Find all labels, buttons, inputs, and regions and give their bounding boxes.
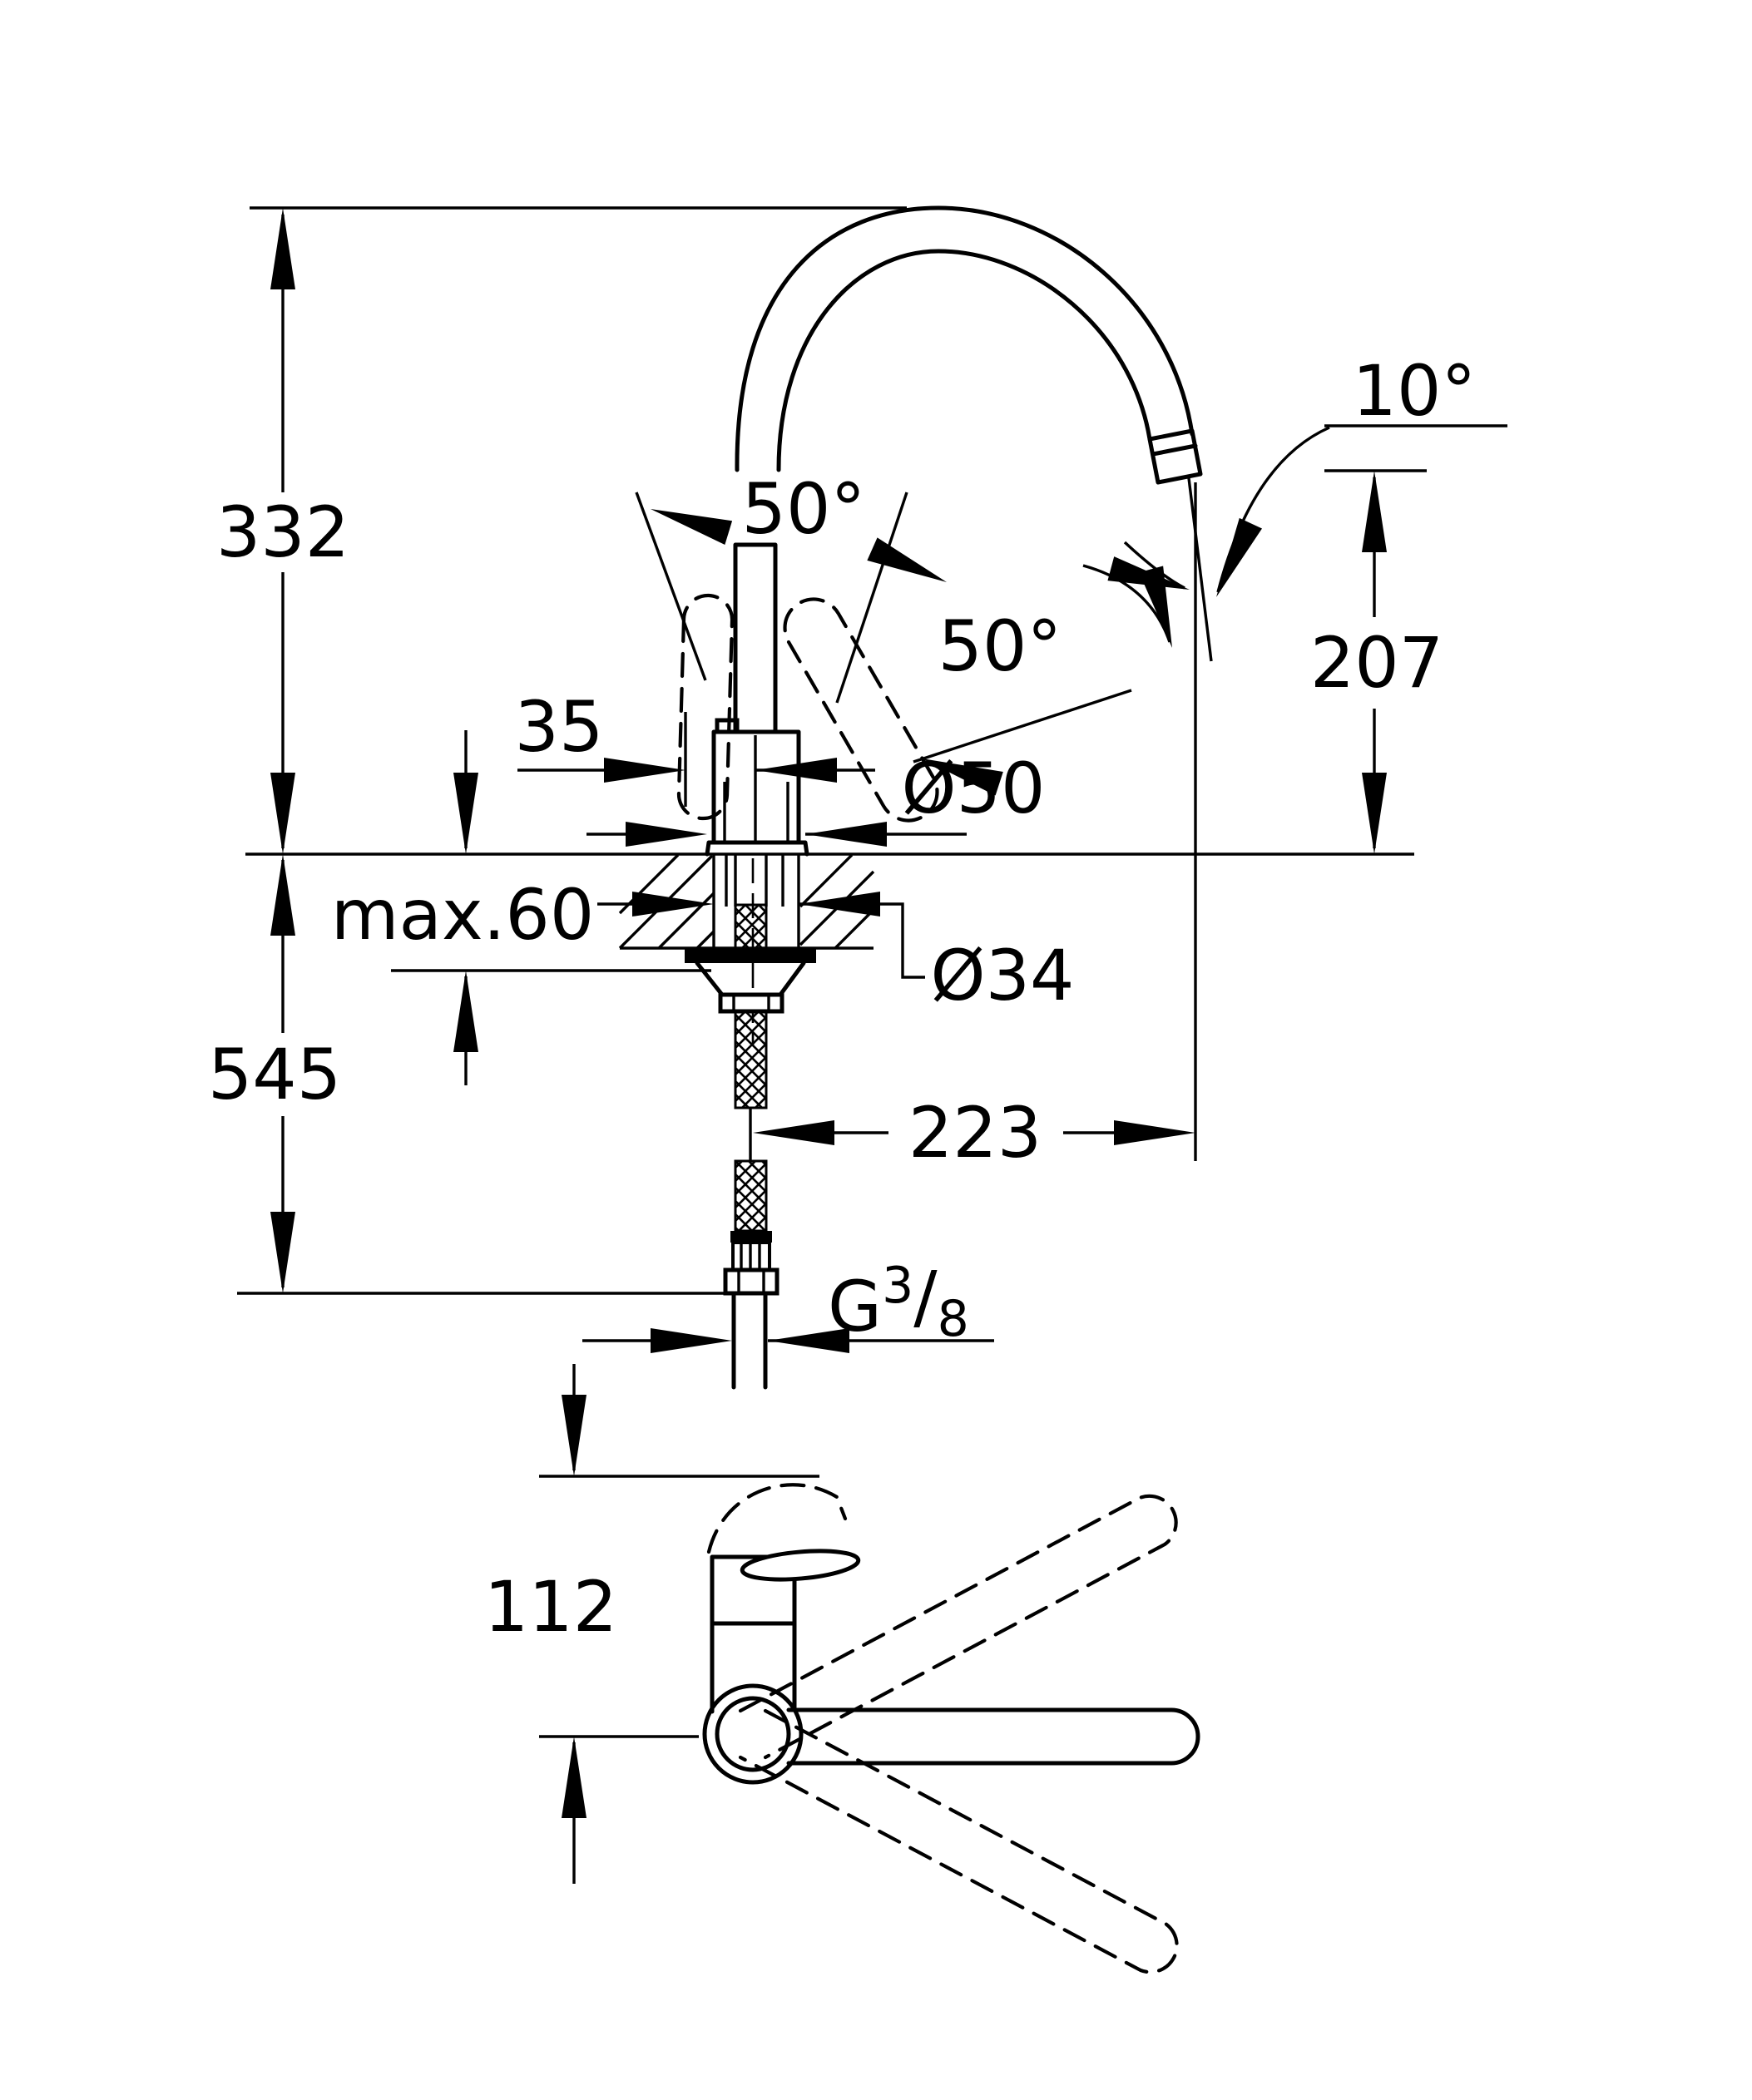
- spout-swivel-dashed-up: [738, 1494, 1178, 1760]
- dim-207-arrow-top: [1362, 471, 1387, 552]
- lever-angle-2-label: 50°: [938, 605, 1062, 687]
- g38-denominator: 8: [938, 1290, 969, 1348]
- dim-d34-label: Ø34: [930, 935, 1074, 1016]
- dim-223: 223: [753, 1092, 1195, 1174]
- hose-crimp-collar: [730, 1231, 772, 1243]
- hose-braid-upper: [734, 903, 768, 950]
- angle-line-left: [635, 492, 707, 681]
- mounting-nut-facets: [732, 995, 770, 1011]
- dim-lever-angle-2: 50°: [913, 564, 1185, 796]
- dim-545: 545: [208, 854, 341, 1293]
- g38-numerator: 3: [882, 1257, 913, 1315]
- top-view-handle: [706, 1483, 861, 1714]
- dim-223-arrow-right: [1114, 1120, 1195, 1145]
- mounting-cone-sides: [695, 961, 806, 997]
- g38-tube: [731, 1291, 768, 1390]
- lever-angle-label: 50°: [742, 468, 866, 550]
- dim-max60-label: max.60: [331, 874, 595, 956]
- handle-raised-dashed-outline: [706, 1483, 848, 1554]
- dim-d34: Ø34: [597, 892, 1075, 1016]
- body-inner-lines: [723, 782, 789, 842]
- angle-arrow-left: [646, 497, 733, 545]
- dim-35: 35: [515, 686, 875, 807]
- hose-connection-nut: [723, 1267, 779, 1296]
- dim-d50: Ø50: [586, 748, 1046, 847]
- dim-223-arrow-left: [753, 1120, 834, 1145]
- angle-line-right: [835, 492, 908, 704]
- mounting-washer: [685, 948, 816, 963]
- dim-max60-arrow-top: [453, 773, 478, 854]
- hose-connection-nut-facets: [737, 1270, 765, 1293]
- dim-332-label: 332: [216, 492, 349, 573]
- dim-112-label: 112: [484, 1566, 617, 1648]
- faucet-body-outline: [705, 729, 809, 857]
- dim-207-label: 207: [1310, 622, 1443, 704]
- dim-112: 112: [484, 1364, 819, 1884]
- shank-thread-lines: [725, 854, 784, 907]
- dim-g38-label: G3/8: [828, 1256, 969, 1348]
- dim-332-arrow-bottom: [270, 773, 295, 854]
- dim-d50-arrow-left: [626, 822, 707, 847]
- top-view: 112: [484, 1364, 1200, 1974]
- dim-112-arrow-top: [562, 1395, 586, 1476]
- g38-letter: G: [828, 1266, 882, 1347]
- dim-d50-label: Ø50: [901, 748, 1045, 829]
- dim-545-label: 545: [208, 1034, 341, 1115]
- hose-rib-lines: [740, 1243, 761, 1270]
- spout-axis-line: [1187, 477, 1213, 662]
- dashed-lever-forward-position: [783, 597, 939, 823]
- side-view: 50° 50° 10°: [208, 205, 1507, 1390]
- dim-35-label: 35: [515, 686, 604, 768]
- dim-332-arrow-top: [270, 208, 295, 289]
- spout-outer-curve: [735, 205, 1195, 472]
- outlet-angle-arc-small: [1123, 541, 1185, 590]
- dim-223-label: 223: [908, 1092, 1042, 1174]
- spout-swivel-dashed-down: [738, 1708, 1179, 1974]
- hose-braid-lower: [734, 1159, 768, 1233]
- dim-g38-arrow-left: [651, 1328, 732, 1353]
- dim-d50-arrow-right: [805, 822, 887, 847]
- spout-tube-plan: [786, 1707, 1200, 1766]
- dashed-lever-left-position: [676, 593, 735, 821]
- angle2-reference-line: [913, 689, 1132, 763]
- mounting-assembly: [685, 854, 816, 1390]
- dim-207-arrow-bottom: [1362, 773, 1387, 854]
- dim-332: 332: [216, 208, 349, 854]
- dim-207: 207: [1310, 469, 1443, 854]
- outlet-angle-arrow-right: [1205, 517, 1263, 603]
- dim-max60: max.60: [331, 730, 595, 1085]
- dim-lever-angle: 50°: [635, 468, 953, 704]
- dim-g38: G3/8: [582, 1256, 994, 1353]
- pivot-outer-circle: [702, 1683, 804, 1785]
- dim-max60-arrow-bottom: [453, 971, 478, 1052]
- dim-545-arrow-top: [270, 854, 295, 936]
- dim-112-arrow-bottom: [562, 1737, 586, 1818]
- dim-outlet-angle: 10°: [1107, 350, 1507, 603]
- pivot-inner-circle: [715, 1696, 791, 1772]
- hose-braid-mid: [734, 1010, 768, 1109]
- dim-35-arrow-left: [604, 758, 685, 783]
- handle-paddle-outline: [740, 1549, 861, 1582]
- dim-545-arrow-bottom: [270, 1212, 295, 1293]
- mounting-nut: [718, 992, 784, 1014]
- g38-slash: /: [913, 1256, 938, 1337]
- handle-body-outline: [710, 1554, 797, 1714]
- dim-35-arrow-right: [755, 758, 837, 783]
- angle-arrow-right: [867, 537, 953, 594]
- lever-column: [733, 542, 778, 733]
- spout-inner-curve: [776, 249, 1152, 472]
- aerator-tip: [1147, 428, 1203, 485]
- outlet-angle-label: 10°: [1353, 350, 1477, 432]
